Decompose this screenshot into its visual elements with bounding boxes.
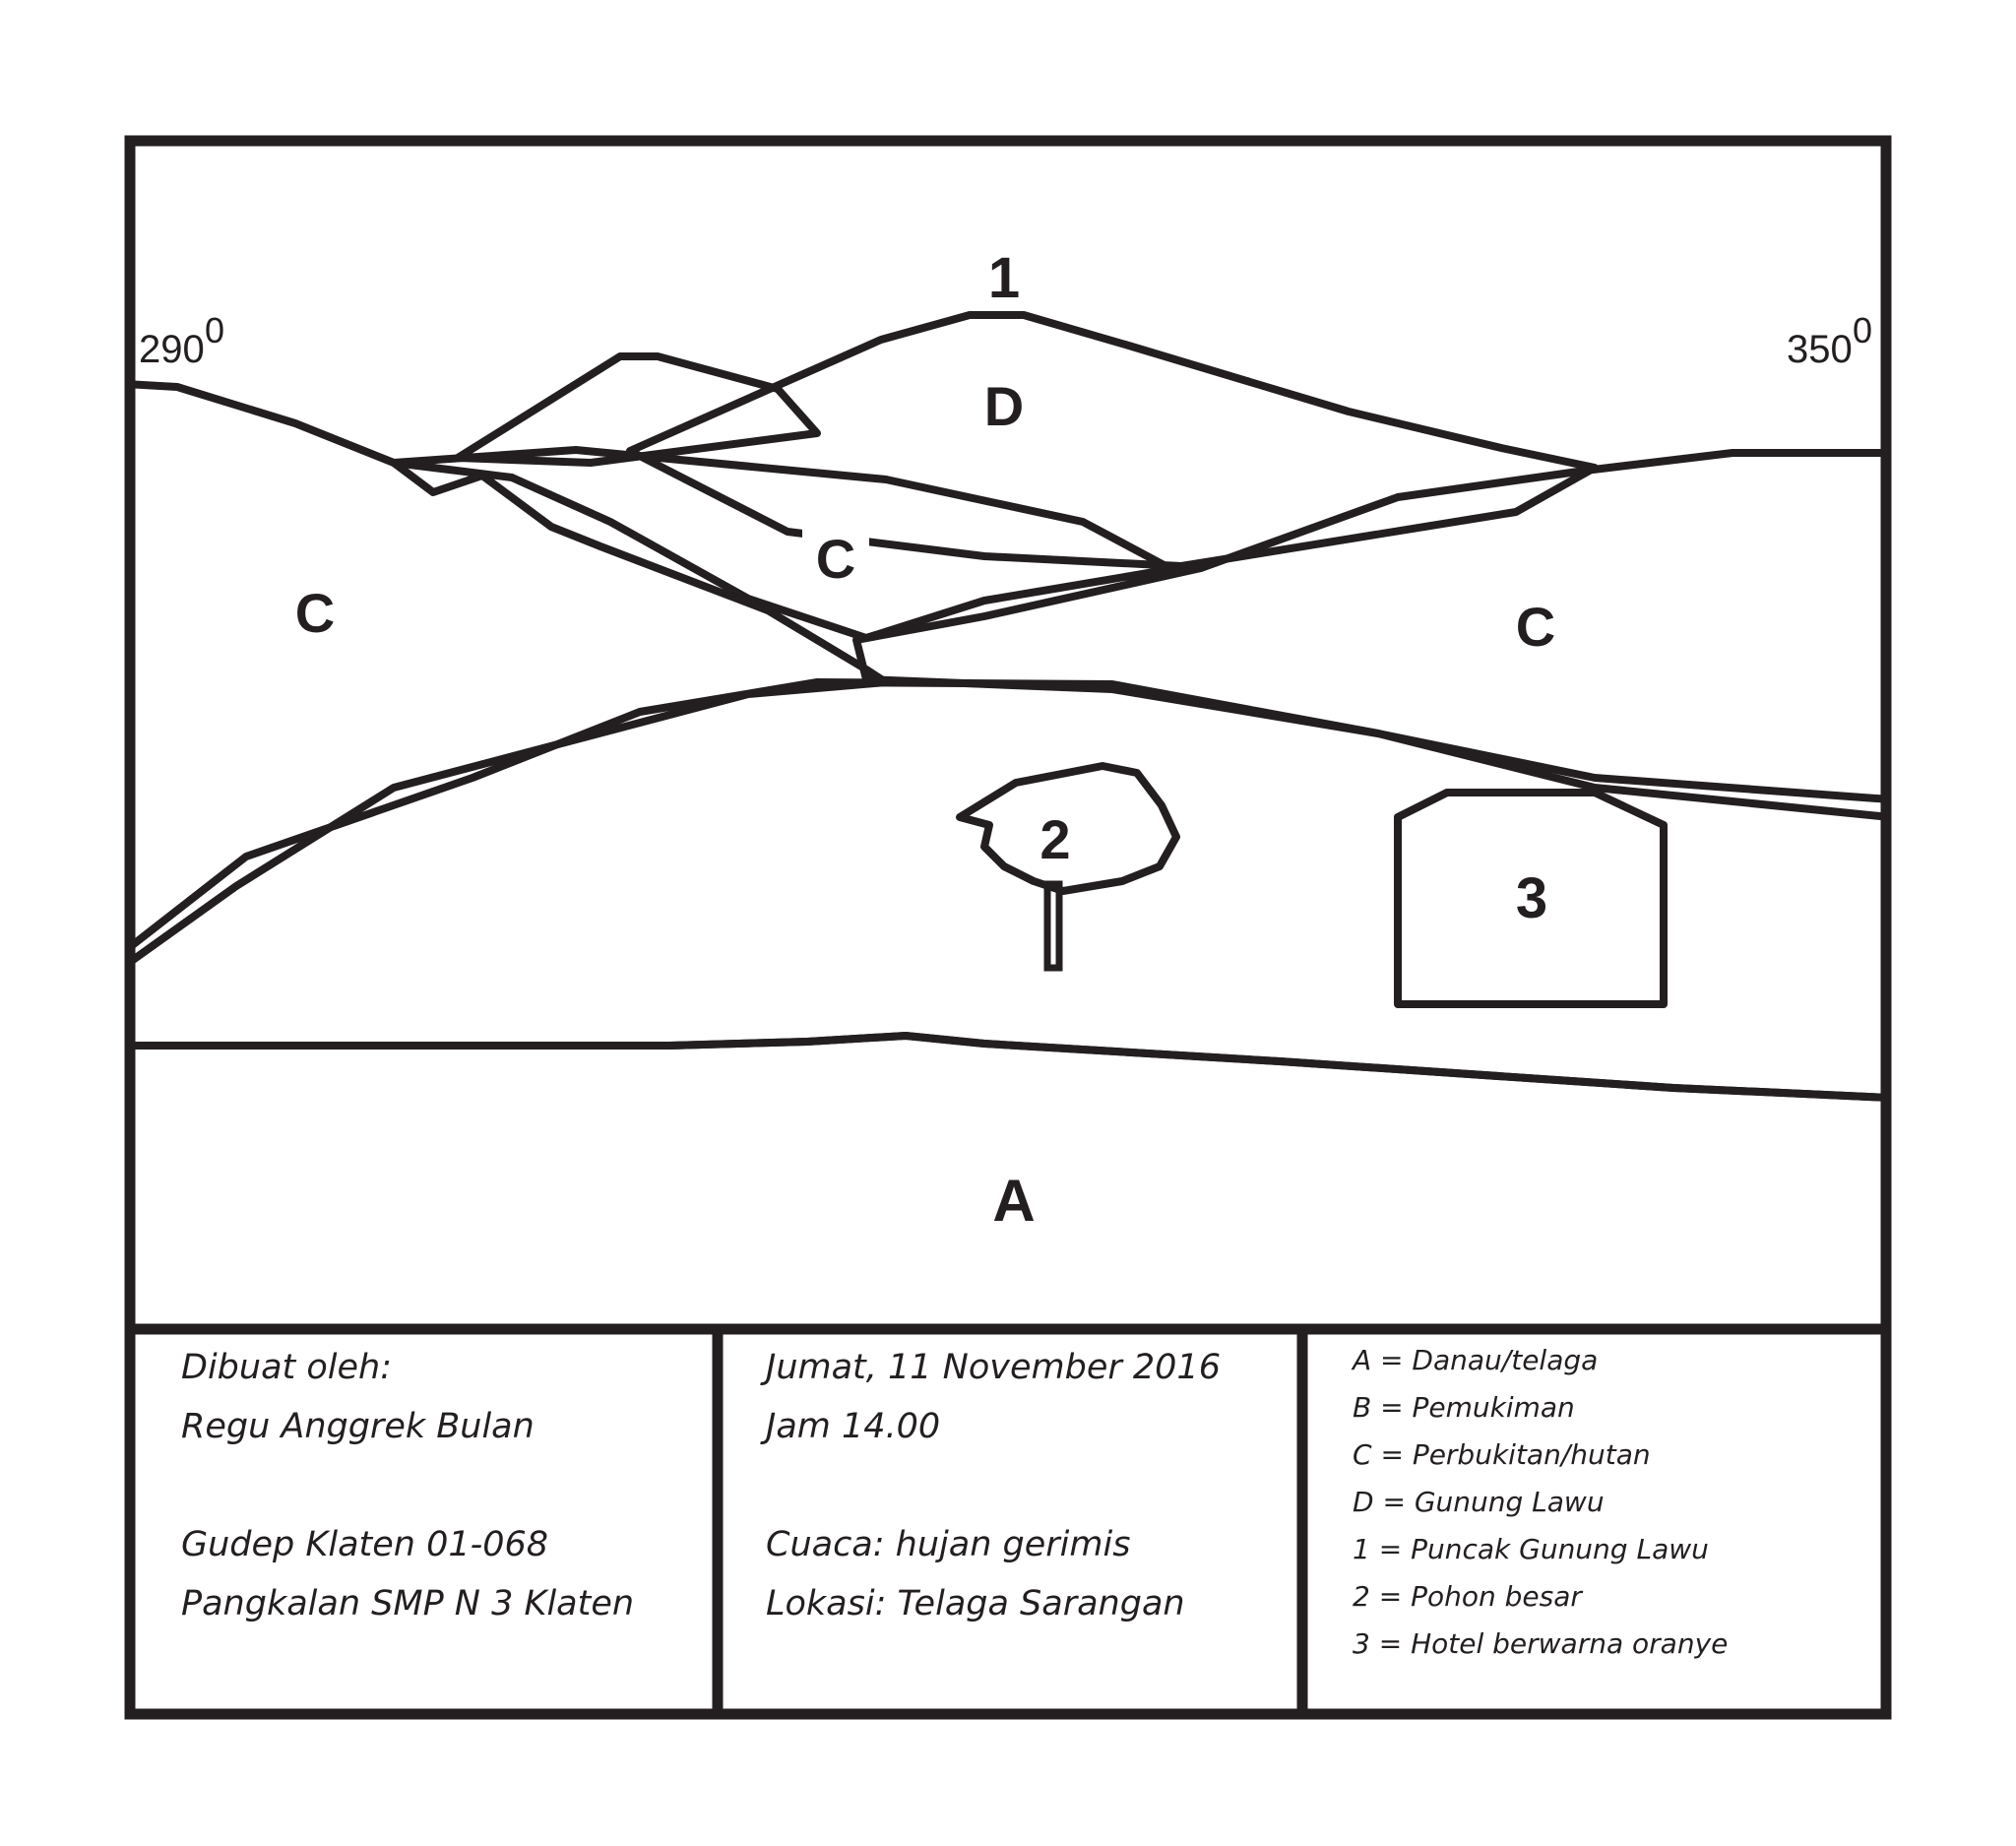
tree-trunk <box>1043 880 1063 972</box>
bearing-left: 290 <box>139 328 205 371</box>
label-hill-center: C <box>816 528 855 590</box>
hotel <box>1394 789 1668 1008</box>
tree-crown <box>956 762 1180 895</box>
sketch-frame <box>124 135 1892 1720</box>
info-line-2: Jam 14.00 <box>760 1407 940 1446</box>
hill-right-shape <box>852 449 1882 821</box>
label-peak: 1 <box>988 246 1020 310</box>
legend-item: D = Gunung Lawu <box>1353 1486 1605 1518</box>
middle-ground-shape <box>134 678 1882 1102</box>
legend-item: 2 = Pohon besar <box>1353 1580 1583 1613</box>
label-hotel: 3 <box>1516 866 1547 930</box>
lake-label-box <box>973 1154 1055 1239</box>
label-mountain-d: D <box>984 375 1024 437</box>
mountain-d-shape <box>626 311 1599 570</box>
label-hill-left: C <box>295 582 335 644</box>
info-line-4: Lokasi: Telaga Sarangan <box>766 1584 1185 1623</box>
author-line-3: Gudep Klaten 01-068 <box>181 1525 548 1564</box>
footer-author: Dibuat oleh: Regu Anggrek Bulan Gudep Kl… <box>181 1348 634 1623</box>
footer-info: Jumat, 11 November 2016 Jam 14.00 Cuaca:… <box>760 1348 1221 1623</box>
hill-left-shape <box>134 380 890 965</box>
lake-shape <box>134 1032 1882 1102</box>
info-line-1: Jumat, 11 November 2016 <box>760 1348 1221 1387</box>
legend-item: C = Perbukitan/hutan <box>1353 1438 1651 1471</box>
hill-center-shape <box>390 446 1175 642</box>
author-line-4: Pangkalan SMP N 3 Klaten <box>181 1584 634 1623</box>
author-line-2: Regu Anggrek Bulan <box>181 1407 535 1446</box>
legend-item: 1 = Puncak Gunung Lawu <box>1353 1533 1709 1565</box>
label-tree: 2 <box>1040 808 1070 870</box>
tree <box>956 762 1180 972</box>
legend-item: A = Danau/telaga <box>1351 1344 1598 1376</box>
author-line-1: Dibuat oleh: <box>181 1348 392 1387</box>
label-hill-right: C <box>1516 596 1555 658</box>
legend-item: 3 = Hotel berwarna oranye <box>1353 1627 1728 1660</box>
info-line-3: Cuaca: hujan gerimis <box>766 1525 1130 1564</box>
label-lake: A <box>992 1168 1035 1234</box>
bearing-right-sup: 0 <box>1853 310 1872 350</box>
bearing-left-sup: 0 <box>205 310 224 350</box>
footer-legend: A = Danau/telaga B = Pemukiman C = Perbu… <box>1351 1344 1728 1660</box>
legend-item: B = Pemukiman <box>1353 1391 1575 1424</box>
bearing-right: 350 <box>1787 328 1853 371</box>
